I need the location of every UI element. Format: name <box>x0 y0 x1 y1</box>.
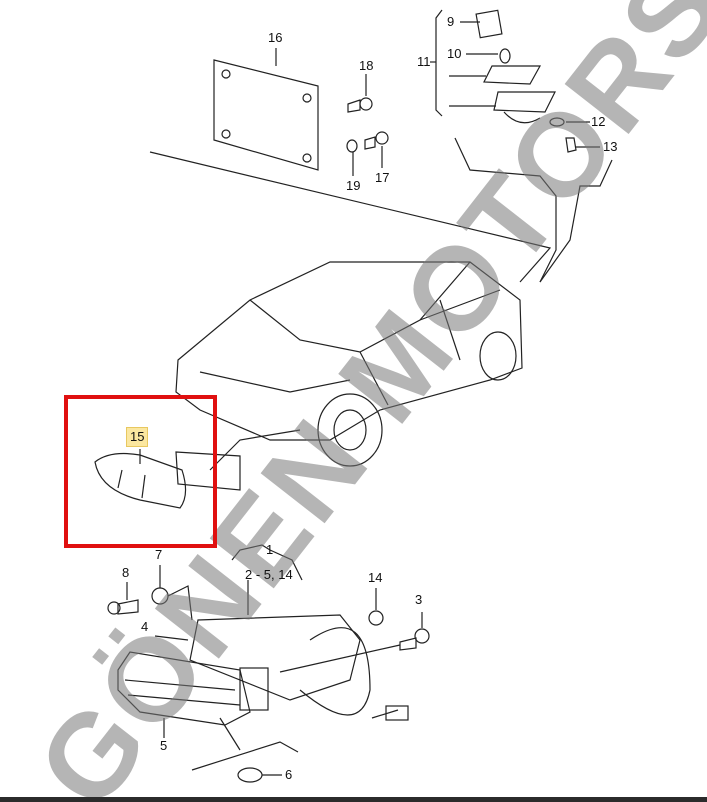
car-outline <box>175 261 523 471</box>
label-part-7[interactable]: 7 <box>155 547 163 562</box>
label-part-3[interactable]: 3 <box>415 592 423 607</box>
label-part-1[interactable]: 1 <box>266 542 274 557</box>
label-part-5[interactable]: 5 <box>160 738 168 753</box>
license-lamp-assembly <box>430 9 613 283</box>
label-part-18[interactable]: 18 <box>359 58 374 73</box>
label-part-13[interactable]: 13 <box>603 139 618 154</box>
fog-lamp-15 <box>94 449 241 509</box>
label-part-9[interactable]: 9 <box>447 14 455 29</box>
bottom-bar <box>0 797 707 802</box>
label-parts-2-5-14[interactable]: 2 - 5, 14 <box>245 567 293 582</box>
label-part-11[interactable]: 11 <box>417 54 431 69</box>
label-part-16[interactable]: 16 <box>268 30 283 45</box>
label-part-15[interactable]: 15 <box>126 427 149 447</box>
label-part-19[interactable]: 19 <box>346 178 361 193</box>
label-part-12[interactable]: 12 <box>591 114 606 129</box>
label-part-4[interactable]: 4 <box>141 619 149 634</box>
label-part-10[interactable]: 10 <box>447 46 462 61</box>
mounting-plate-16 <box>149 48 552 283</box>
label-part-14[interactable]: 14 <box>368 570 383 585</box>
label-part-17[interactable]: 17 <box>375 170 390 185</box>
highlight-box-part-15 <box>64 395 217 548</box>
label-part-6[interactable]: 6 <box>285 767 293 782</box>
label-part-8[interactable]: 8 <box>122 565 130 580</box>
bolts-17-18-19 <box>346 74 389 176</box>
fog-light-assembly <box>107 544 430 783</box>
